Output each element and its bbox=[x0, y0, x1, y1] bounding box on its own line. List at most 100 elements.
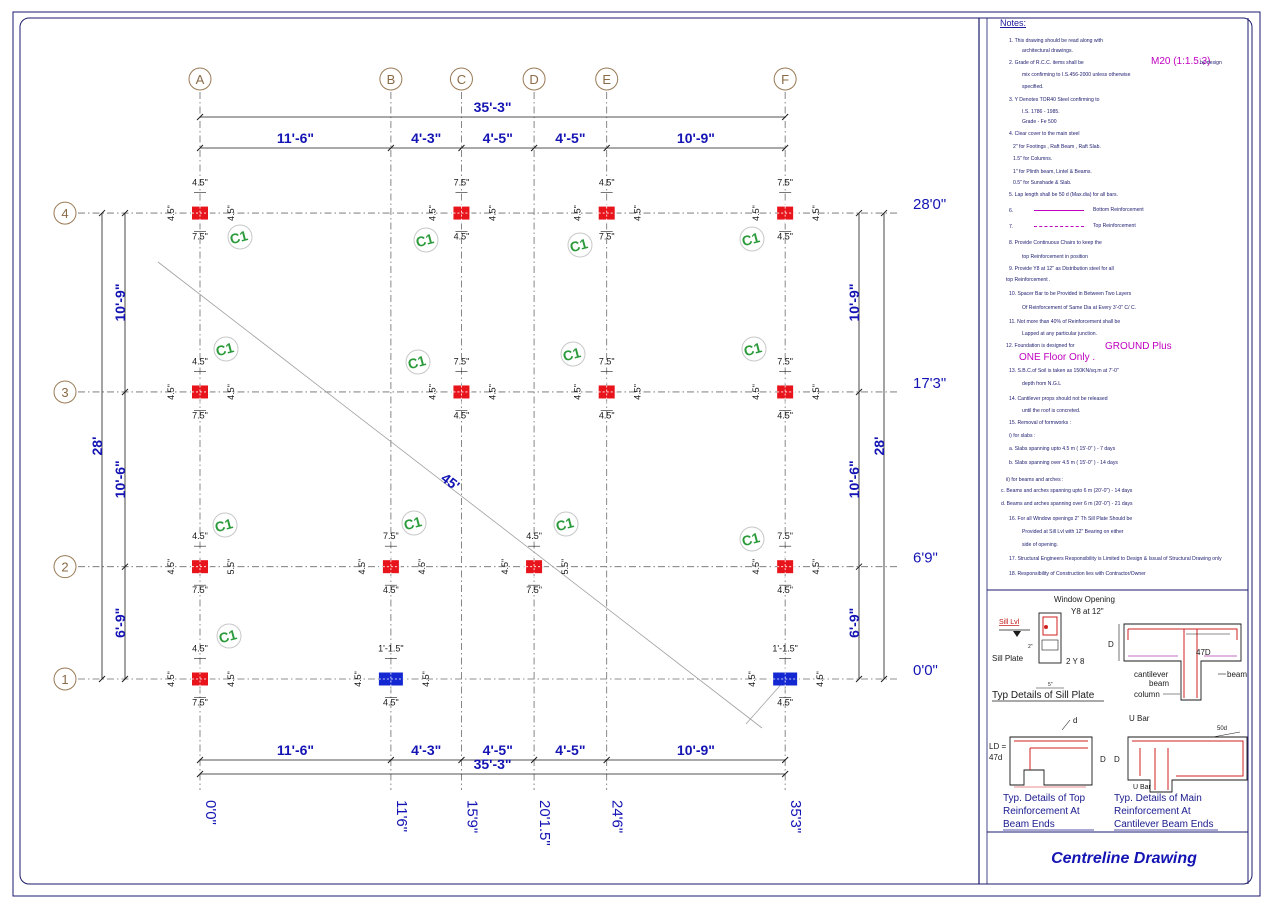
note-line-8: I.S. 1786 - 1985. bbox=[1022, 109, 1060, 115]
bottom-segment-dim-tick-3 bbox=[530, 756, 538, 764]
sill-2y8-label: 2 Y 8 bbox=[1066, 657, 1085, 666]
note-line-39: ii) for beams and arches : bbox=[1006, 477, 1064, 483]
right-segment-dim-tick-0 bbox=[855, 209, 863, 217]
bottom-total-dim-tick-1 bbox=[781, 770, 789, 778]
note-line-46: 18. Responsibility of Construction lies … bbox=[1009, 571, 1146, 577]
column-offset-top-F4: 7.5" bbox=[777, 178, 793, 188]
column-tag-circle-E4 bbox=[567, 232, 593, 258]
column-tag-circle-D2 bbox=[553, 511, 579, 537]
note-line-1: architectural drawings. bbox=[1022, 48, 1073, 54]
column-offset-right-C4: 4.5" bbox=[487, 205, 497, 221]
column-tag-E4: C1 bbox=[568, 235, 590, 255]
diagonal-dimension: 45' bbox=[157, 261, 786, 729]
column-offset-right-F1: 4.5" bbox=[815, 671, 825, 687]
top-segment-dim-tick-5 bbox=[781, 144, 789, 152]
bottom-segment-dim-tick-0 bbox=[196, 756, 204, 764]
column-offset-right-F4: 4.5" bbox=[811, 205, 821, 221]
note-line-4: by design bbox=[1200, 60, 1222, 66]
note-line-23: top Reinforcement . bbox=[1006, 277, 1051, 283]
sill-plate-label: Sill Plate bbox=[992, 654, 1024, 663]
column-offset-top-B2: 7.5" bbox=[383, 531, 399, 541]
drawing-title: Centreline Drawing bbox=[1051, 850, 1197, 867]
sill-y8-label: Y8 at 12" bbox=[1071, 607, 1104, 616]
column-offset-bottom-A1: 7.5" bbox=[192, 698, 208, 708]
main-reinf-d-big: D bbox=[1114, 755, 1120, 764]
note-line-5: mix confirming to I.S.456-2000 unless ot… bbox=[1022, 72, 1131, 78]
top-total-dim-tick-0 bbox=[196, 113, 204, 121]
column-offset-right-A2: 5.5" bbox=[226, 559, 236, 575]
column-offset-top-F3: 7.5" bbox=[777, 356, 793, 366]
column-tag-D2: C1 bbox=[554, 514, 576, 534]
column-tag-A4: C1 bbox=[228, 227, 250, 247]
sill-plate-section bbox=[1038, 612, 1062, 664]
note-line-9: Grade - Fe 500 bbox=[1022, 119, 1057, 125]
bottom-segment-dim-label-3: 4'-5" bbox=[555, 742, 585, 758]
column-offset-right-C3: 4.5" bbox=[487, 384, 497, 400]
column-offset-bottom-A4: 7.5" bbox=[192, 232, 208, 242]
column-offset-left-A4: 4.5" bbox=[166, 205, 176, 221]
note-line-10: 4. Clear cover to the main steel bbox=[1009, 131, 1080, 137]
note-line-17: Bottom Reinforcement bbox=[1093, 207, 1144, 213]
cantilever-joint-detail: D 47D cantilever beam beam column bbox=[1108, 623, 1247, 701]
note-line-11: 2" for Footings , Raft Beam , Raft Slab. bbox=[1013, 144, 1101, 150]
top-reinforcement-detail: LD = 47d d D Typ. Details of Top Reinfor… bbox=[989, 716, 1106, 831]
grid-chainage-1: 0'0" bbox=[913, 662, 938, 679]
column-tag-circle-A1 bbox=[216, 623, 242, 649]
note-line-7: 3. Y Denotes TOR40 Steel confirming to bbox=[1009, 97, 1100, 103]
note-line-12: 1.5" for Columns. bbox=[1013, 156, 1053, 162]
column-offset-bottom-A3: 7.5" bbox=[192, 410, 208, 420]
grid-label-3: 3 bbox=[61, 385, 68, 400]
cantilever-outline bbox=[1123, 623, 1242, 701]
note-line-40: c. Beams and arches spanning upto 6 m (2… bbox=[1001, 488, 1133, 494]
grid-chainage-B: 11'6" bbox=[393, 800, 410, 832]
sill-plate-core bbox=[1041, 639, 1059, 651]
note-line-44: side of opening. bbox=[1022, 542, 1058, 548]
top-reinf-title-2: Reinforcement At bbox=[1003, 806, 1080, 817]
column-offset-bottom-B2: 4.5" bbox=[383, 585, 399, 595]
note-line-28: 12. Foundation is designed for bbox=[1006, 343, 1075, 349]
grid-label-E: E bbox=[602, 72, 611, 87]
note-line-42: 16. For all Window openings 2" Th Sill P… bbox=[1009, 516, 1133, 522]
bottom-segment-dim-tick-4 bbox=[603, 756, 611, 764]
top-reinf-ld-2: 47d bbox=[989, 753, 1002, 762]
column-offset-bottom-C4: 4.5" bbox=[454, 232, 470, 242]
column-offset-bottom-F4: 4.5" bbox=[777, 232, 793, 242]
column-tag-circle-F2 bbox=[739, 526, 765, 552]
right-total-dim-tick-0 bbox=[880, 209, 888, 217]
grid-bubble-E bbox=[595, 67, 619, 91]
right-segment-dim-tick-3 bbox=[855, 675, 863, 683]
top-segment-dim-tick-1 bbox=[387, 144, 395, 152]
column-offset-left-B1: 4.5" bbox=[353, 671, 363, 687]
column-tag-C3: C1 bbox=[406, 352, 428, 372]
note-line-3: M20 (1:1.5:3) bbox=[1151, 56, 1211, 67]
column-tag-circle-E3 bbox=[560, 341, 586, 367]
diagonal-line bbox=[157, 261, 763, 729]
column-offset-top-E3: 7.5" bbox=[599, 356, 615, 366]
grid-label-A: A bbox=[196, 72, 205, 87]
column-offset-top-F1: 1'-1.5" bbox=[772, 644, 797, 654]
column-offset-top-D2: 4.5" bbox=[526, 531, 542, 541]
bottom-total-dim-label-0: 35'-3" bbox=[474, 756, 512, 772]
grid-bubble-C bbox=[449, 67, 473, 91]
column-offset-top-A3: 4.5" bbox=[192, 356, 208, 366]
cantilever-beam-label-1: cantilever bbox=[1134, 670, 1169, 679]
note-line-36: i) for slabs : bbox=[1009, 433, 1036, 439]
top-segment-dim-label-1: 4'-3" bbox=[411, 130, 441, 146]
top-reinf-d-leader bbox=[1061, 719, 1071, 731]
column-offset-left-E3: 4.5" bbox=[573, 384, 583, 400]
note-line-31: 13. S.B.C.of Soil is taken as 150KN/sq.m… bbox=[1009, 368, 1119, 374]
cantilever-d-label: D bbox=[1108, 640, 1114, 649]
legend-top-reinforcement-line bbox=[1034, 226, 1084, 227]
cantilever-hook-bars bbox=[1127, 629, 1198, 698]
grid-chainage-3: 17'3" bbox=[913, 375, 946, 392]
left-total-dim-label-0: 28' bbox=[89, 437, 105, 456]
cantilever-lap-label: 47D bbox=[1196, 648, 1211, 657]
note-line-25: Of Reinforcement of Same Dia at Every 3'… bbox=[1022, 305, 1137, 311]
note-line-20: 8. Provide Continuous Chairs to keep the bbox=[1009, 240, 1102, 246]
column-offset-right-A4: 4.5" bbox=[226, 205, 236, 221]
legend-bottom-reinforcement-line bbox=[1034, 210, 1084, 211]
grid-lines: A0'0"B11'6"C15'9"D20'1.5"E24'6"F35'3"428… bbox=[53, 67, 946, 846]
column-offset-bottom-E4: 7.5" bbox=[599, 232, 615, 242]
column-tag-circle-A4 bbox=[227, 224, 253, 250]
